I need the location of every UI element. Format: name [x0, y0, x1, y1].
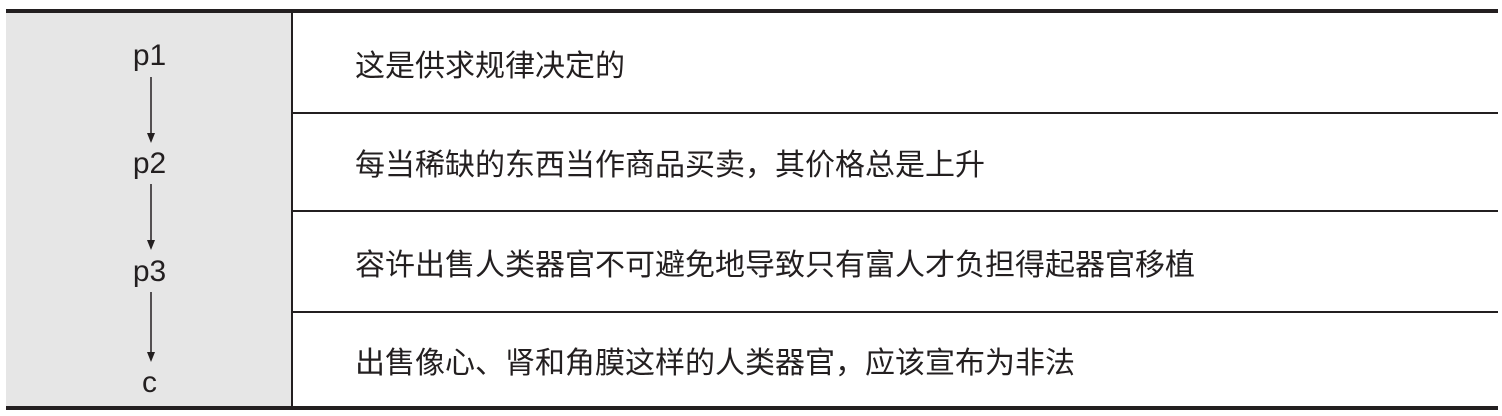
arrow-down-icon: [147, 77, 155, 143]
statement-row-p1: 这是供求规律决定的: [293, 13, 1498, 114]
statement-text: 每当稀缺的东西当作商品买卖，其价格总是上升: [355, 148, 985, 183]
statement-text: 出售像心、肾和角膜这样的人类器官，应该宣布为非法: [355, 345, 1075, 381]
arrow-down-icon: [147, 292, 155, 362]
statement-text: 容许出售人类器官不可避免地导致只有富人才负担得起器官移植: [355, 247, 1195, 283]
label-p1: p1: [132, 39, 167, 72]
statement-row-conclusion: 出售像心、肾和角膜这样的人类器官，应该宣布为非法: [293, 313, 1498, 406]
label-p2: p2: [132, 147, 167, 180]
label-p3: p3: [132, 255, 167, 288]
statement-text: 这是供求规律决定的: [355, 48, 625, 84]
argument-diagram: p1 p2 p3 c 这是供求规律决定的 每当稀缺的东西当作商品买卖，其价格总是…: [6, 9, 1498, 410]
statement-row-p2: 每当稀缺的东西当作商品买卖，其价格总是上升: [293, 114, 1498, 212]
premise-chain-panel: p1 p2 p3 c: [6, 13, 293, 406]
label-c: c: [142, 366, 157, 399]
statement-row-p3: 容许出售人类器官不可避免地导致只有富人才负担得起器官移植: [293, 212, 1498, 313]
arrow-down-icon: [147, 184, 155, 250]
